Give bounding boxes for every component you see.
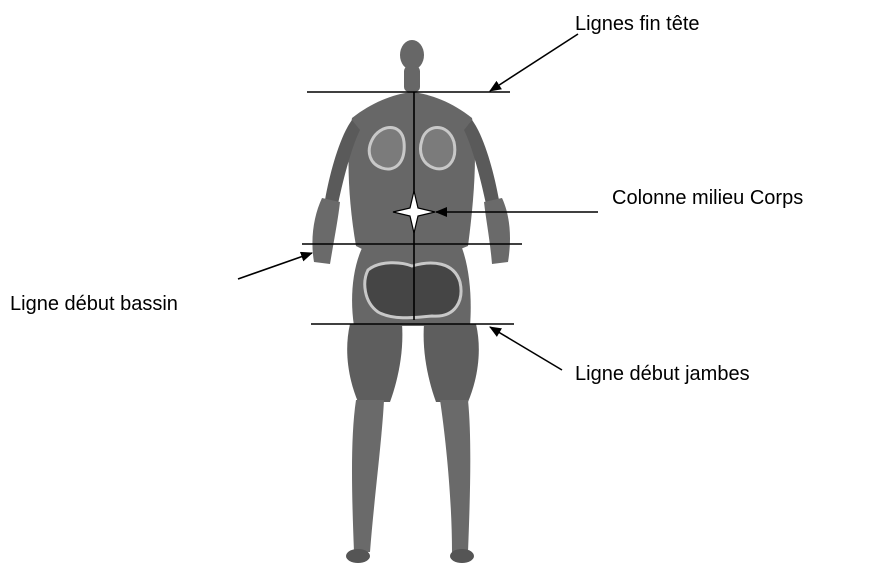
neck (404, 66, 420, 92)
head (400, 40, 424, 70)
left-shin (352, 400, 384, 552)
right-foot (450, 549, 474, 563)
legs-start-arrow (490, 327, 562, 370)
right-forearm (484, 198, 510, 264)
right-thigh (424, 324, 479, 402)
pelvis-contour (365, 263, 461, 318)
left-thigh (347, 324, 402, 402)
head-end-arrow (490, 34, 578, 91)
left-forearm (312, 198, 340, 264)
head-end-lines-label: Lignes fin tête (575, 12, 700, 36)
human-silhouette (312, 40, 510, 563)
legs-start-line-label: Ligne début jambes (575, 362, 750, 386)
body-middle-column-label: Colonne milieu Corps (612, 186, 803, 210)
torso (349, 92, 475, 250)
right-shin (440, 400, 470, 552)
pelvis-start-line-label: Ligne début bassin (10, 292, 178, 316)
pelvis-start-arrow (238, 253, 312, 279)
left-foot (346, 549, 370, 563)
